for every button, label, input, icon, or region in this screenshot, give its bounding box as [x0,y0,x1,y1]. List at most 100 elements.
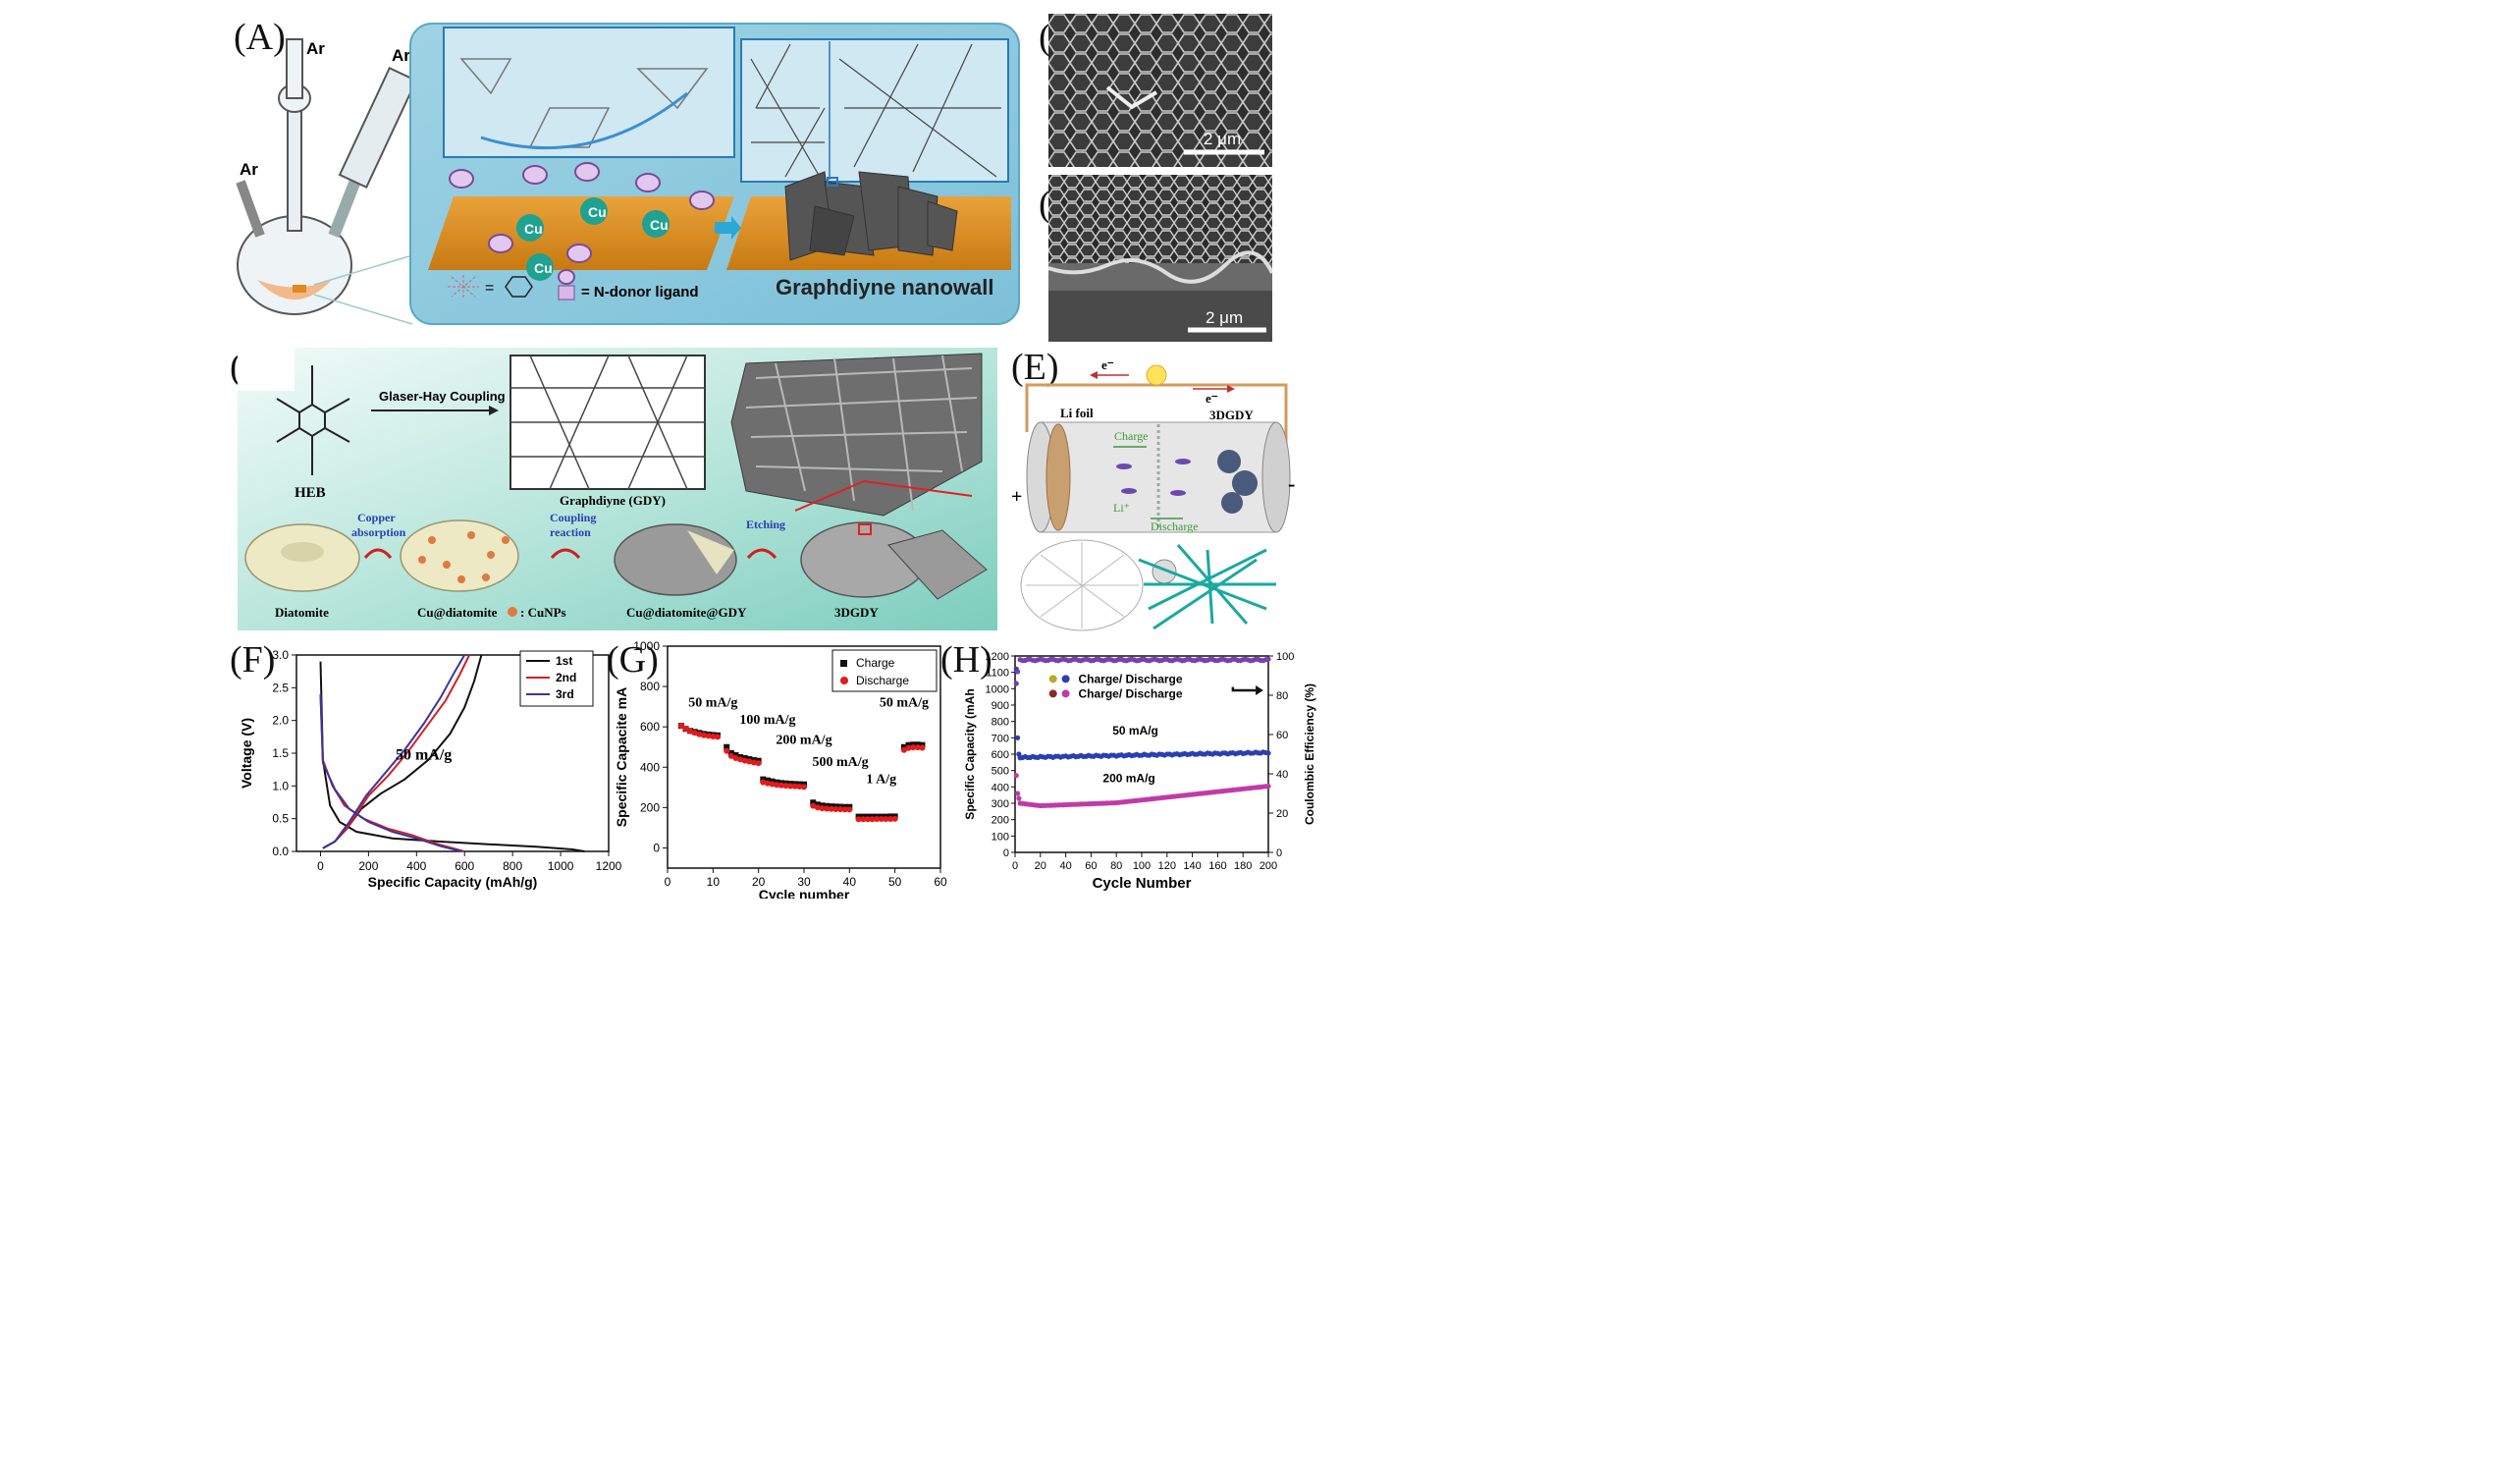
g-point-discharge [755,760,762,767]
h-ytick-label: 500 [992,766,1009,778]
ligand-legend: = N-donor ligand [581,284,699,300]
h-xtick-label: 160 [1208,860,1226,872]
g-point-charge [814,801,821,808]
g-point-discharge [796,783,803,790]
h-y2tick-label: 20 [1276,808,1288,820]
legend-equals: = [485,280,494,297]
process-arrow [715,216,741,240]
f-series-2-discharge [319,693,463,852]
g-point-discharge [869,816,876,823]
f-xlabel: Specific Capacity (mAh/g) [368,874,538,890]
g-rate-label: 100 mA/g [739,713,795,728]
gdy-electrode [1217,450,1258,514]
panel-a-illustration: Ar Ar Ar Cu Cu Cu Cu [236,23,1020,325]
assembly-inset [443,27,735,158]
panel-label-f: (F) [230,639,276,681]
g-xtick-label: 30 [797,875,811,889]
g-point-discharge [732,754,739,761]
f-ytick-label: 0.0 [272,845,289,858]
g-point-discharge [919,744,926,751]
f-xtick-label: 400 [406,859,426,873]
g-point-discharge [801,784,807,791]
g-point-charge [727,749,734,756]
g-point-discharge [914,744,921,751]
g-point-discharge [900,746,907,753]
arrow1-line2: absorption [351,525,406,539]
stage-label-2: Cu@diatomite [417,605,498,620]
h-axis-arrow-icon [1231,686,1257,692]
g-point-discharge [696,731,703,737]
f-ytick-label: 3.0 [272,648,289,662]
arrow2-line2: reaction [550,525,591,539]
f-legend-label: 1st [556,654,572,668]
f-xtick-label: 1200 [596,859,622,873]
panel-d-illustration: HEB Glaser-Hay Coupling Graphdiyne (GDY) [238,348,997,630]
h-legend-marker-1b [1061,675,1070,683]
g-point-charge [760,776,767,783]
f-xtick-label: 600 [455,859,474,873]
h-xtick-label: 120 [1158,860,1176,872]
g-point-discharge [832,805,839,812]
h-y2tick-label: 100 [1276,651,1294,663]
f-ylabel: Voltage (V) [239,718,254,789]
li-ion-label: Li⁺ [1113,501,1130,515]
disc-cu-diatomite [400,519,519,592]
g-xtick-label: 50 [888,875,902,889]
f-xtick-label: 0 [317,859,324,873]
charge-label: Charge [1114,429,1148,443]
h-ytick-label: 1000 [986,683,1009,695]
discharge-label: Discharge [1151,519,1198,533]
stage-label-3: Cu@diatomite@GDY [626,605,747,620]
h-ytick-label: 1200 [986,651,1009,663]
h-y2tick-label: 80 [1276,690,1288,702]
h-xtick-label: 40 [1059,860,1071,872]
g-point-discharge [741,757,748,764]
h-ytick-label: 700 [992,733,1009,744]
h-point-200 [1013,773,1019,779]
g-point-discharge [682,726,689,733]
li-foil-electrode [1046,423,1071,531]
li-ions [1116,459,1191,496]
g-point-discharge [864,816,871,823]
coupling-label: Glaser-Hay Coupling [379,389,506,404]
f-xtick-label: 800 [503,859,522,873]
g-point-discharge [760,779,767,786]
f-ytick-label: 2.0 [272,714,289,728]
stage-label-1: Diatomite [275,605,329,620]
cu-label-1: Cu [524,221,543,237]
f-annotation: 50 mA/g [396,747,452,764]
g-point-discharge [701,732,708,738]
f-series-2-charge [322,654,466,849]
flask-gas-label-3: Ar [240,160,258,179]
panel-label-e: (E) [1011,347,1059,388]
g-xlabel: Cycle number [759,887,850,899]
reaction-flask [236,38,418,315]
h-legend-label-1: Charge/ Discharge [1079,672,1183,685]
g-ytick-label: 800 [640,680,660,693]
g-rate-label: 50 mA/g [688,696,737,711]
g-legend-label-discharge: Discharge [856,674,909,687]
g-point-discharge [814,804,821,811]
g-point-discharge [819,805,826,812]
f-xtick-label: 200 [358,859,378,873]
h-legend-label-2: Charge/ Discharge [1079,686,1183,700]
lightbulb-icon [1146,364,1167,386]
g-point-discharge [883,816,889,823]
g-point-discharge [910,744,917,751]
h-legend-marker-2b [1061,689,1070,698]
g-point-discharge [737,756,744,763]
g-point-discharge [810,802,817,809]
f-series-1-discharge [319,693,465,852]
g-point-discharge [724,747,730,754]
g-point-discharge [846,806,853,813]
stage-label-4: 3DGDY [834,605,879,620]
arrow3-label: Etching [746,518,785,531]
gdy-label: Graphdiyne (GDY) [560,493,666,508]
cu-label-3: Cu [534,260,553,276]
panel-label-h: (H) [940,639,992,681]
h-xtick-label: 200 [1260,860,1277,872]
arrow1-line1: Copper [357,511,396,524]
h-ytick-label: 400 [992,782,1009,793]
g-ytick-label: 1000 [633,639,660,653]
